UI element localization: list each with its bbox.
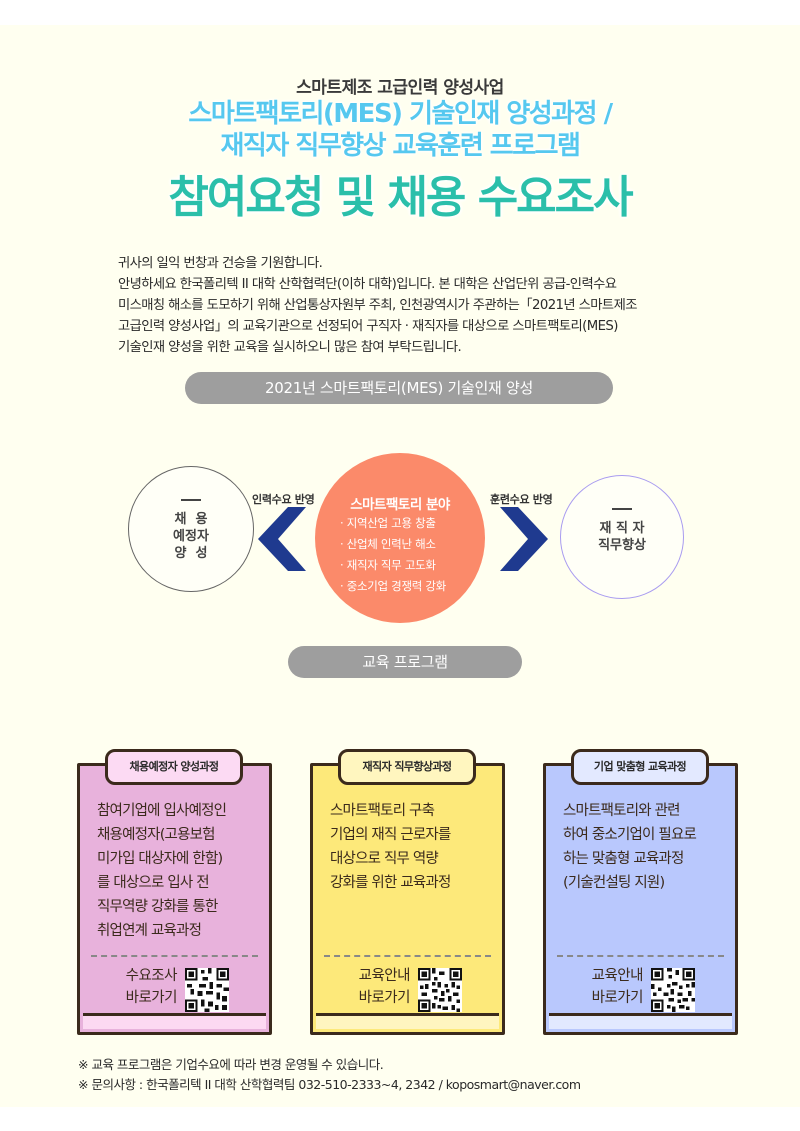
circle-recruit-trainee: 채 용 예정자 양 성 (128, 466, 254, 592)
qr-code-icon[interactable] (185, 968, 229, 1012)
center-item: · 재직자 직무 고도화 (340, 558, 436, 572)
card-bottom-strip (316, 1013, 499, 1029)
center-list: · 지역산업 고용 창출 · 산업체 인력난 해소 · 재직자 직무 고도화 ·… (340, 513, 446, 597)
card-frame (77, 763, 272, 1035)
intro-line: 귀사의 일익 번창과 건승을 기원합니다. (118, 256, 323, 271)
program-card-custom: 기업 맞춤형 교육과정 스마트팩토리와 관련 하여 중소기업이 필요로 하는 맞… (543, 749, 738, 1035)
card-body: 스마트팩토리 구축 기업의 재직 근로자를 대상으로 직무 역량 강화를 위한 … (330, 799, 500, 895)
card-body-line: 스마트팩토리와 관련 (563, 803, 680, 819)
header-title-line1: 스마트팩토리(MES) 기술인재 양성과정 / (188, 99, 613, 129)
circle-line: 채 용 (174, 511, 208, 527)
card-body-line: (기술컨설팅 지원) (563, 875, 665, 891)
circle-line: 직무향상 (598, 537, 646, 553)
center-item: · 산업체 인력난 해소 (340, 537, 436, 551)
card-body-line: 강화를 위한 교육과정 (330, 875, 451, 891)
headline: 참여요청 및 채용 수요조사 (168, 172, 633, 223)
arrow-label-left: 인력수요 반영 (252, 493, 315, 506)
circle-smart-factory: 스마트팩토리 분야 · 지역산업 고용 창출 · 산업체 인력난 해소 · 재직… (315, 453, 485, 623)
program-card-employee: 재직자 직무향상과정 스마트팩토리 구축 기업의 재직 근로자를 대상으로 직무… (310, 749, 505, 1035)
card-body-line: 채용예정자(고용보험 (97, 827, 216, 843)
card-body: 참여기업에 입사예정인 채용예정자(고용보험 미가입 대상자에 한함) 를 대상… (97, 799, 267, 943)
education-info-link[interactable]: 교육안내 바로가기 (340, 965, 411, 1009)
card-body: 스마트팩토리와 관련 하여 중소기업이 필요로 하는 맞춤형 교육과정 (기술컨… (563, 799, 733, 895)
header-title-line2: 재직자 직무향상 교육훈련 프로그램 (220, 131, 581, 161)
dashed-separator (557, 955, 724, 957)
link-line: 바로가기 (591, 990, 644, 1006)
intro-line: 안녕하세요 한국폴리텍 II 대학 산학협력단(이하 대학)입니다. 본 대학은… (118, 277, 617, 292)
card-tab-label: 재직자 직무향상과정 (338, 749, 476, 785)
circle-line: 예정자 (173, 528, 209, 544)
link-line: 바로가기 (358, 990, 411, 1006)
card-bottom-strip (83, 1013, 266, 1029)
intro-line: 고급인력 양성사업」의 교육기관으로 선정되어 구직자 · 재직자를 대상으로 … (118, 319, 618, 334)
circle-line: 재 직 자 (599, 520, 645, 536)
chevron-right-icon (500, 507, 548, 571)
dash-divider (181, 499, 201, 501)
intro-line: 미스매칭 해소를 도모하기 위해 산업통상자원부 주최, 인천광역시가 주관하는… (118, 298, 637, 313)
link-line: 교육안내 (591, 968, 644, 984)
section-pill-mes: 2021년 스마트팩토리(MES) 기술인재 양성 (185, 372, 613, 404)
poster: 스마트제조 고급인력 양성사업 스마트팩토리(MES) 기술인재 양성과정 / … (0, 25, 800, 1107)
center-title: 스마트팩토리 분야 (350, 497, 450, 513)
education-info-link[interactable]: 교육안내 바로가기 (573, 965, 644, 1009)
circle-employee-upskill: 재 직 자 직무향상 (560, 475, 684, 599)
program-card-recruit: 채용예정자 양성과정 참여기업에 입사예정인 채용예정자(고용보험 미가입 대상… (77, 749, 272, 1035)
circle-line: 양 성 (174, 545, 208, 561)
dashed-separator (324, 955, 491, 957)
card-frame (543, 763, 738, 1035)
center-item: · 중소기업 경쟁력 강화 (340, 579, 446, 593)
link-line: 교육안내 (358, 968, 411, 984)
card-body-line: 참여기업에 입사예정인 (97, 803, 227, 819)
survey-link[interactable]: 수요조사 바로가기 (107, 965, 178, 1009)
card-body-line: 대상으로 직무 역량 (330, 851, 439, 867)
card-body-line: 를 대상으로 입사 전 (97, 875, 210, 891)
footer-contact: ※ 문의사항 : 한국폴리텍 II 대학 산학협력팀 032-510-2333~… (78, 1077, 581, 1092)
intro-text: 귀사의 일익 번창과 건승을 기원합니다. 안녕하세요 한국폴리텍 II 대학 … (118, 253, 698, 358)
card-body-line: 직무역량 강화를 통한 (97, 899, 218, 915)
qr-code-icon[interactable] (418, 968, 462, 1012)
card-bottom-strip (549, 1013, 732, 1029)
card-tab-label: 기업 맞춤형 교육과정 (571, 749, 709, 785)
dashed-separator (91, 955, 258, 957)
card-body-line: 미가입 대상자에 한함) (97, 851, 223, 867)
card-frame (310, 763, 505, 1035)
section-pill-programs: 교육 프로그램 (288, 646, 522, 678)
card-tab-label: 채용예정자 양성과정 (105, 749, 243, 785)
arrow-label-right: 훈련수요 반영 (490, 493, 553, 506)
qr-code-icon[interactable] (651, 968, 695, 1012)
card-body-line: 기업의 재직 근로자를 (330, 827, 451, 843)
link-line: 바로가기 (125, 990, 178, 1006)
dash-divider (612, 508, 632, 510)
card-body-line: 취업연계 교육과정 (97, 923, 202, 939)
link-line: 수요조사 (125, 968, 178, 984)
card-body-line: 스마트팩토리 구축 (330, 803, 435, 819)
intro-line: 기술인재 양성을 위한 교육을 실시하오니 많은 참여 부탁드립니다. (118, 340, 462, 355)
chevron-left-icon (258, 507, 306, 571)
card-body-line: 하는 맞춤형 교육과정 (563, 851, 684, 867)
center-item: · 지역산업 고용 창출 (340, 516, 436, 530)
card-body-line: 하여 중소기업이 필요로 (563, 827, 697, 843)
footer-note: ※ 교육 프로그램은 기업수요에 따라 변경 운영될 수 있습니다. (78, 1057, 384, 1072)
header-subtitle: 스마트제조 고급인력 양성사업 (296, 78, 504, 98)
